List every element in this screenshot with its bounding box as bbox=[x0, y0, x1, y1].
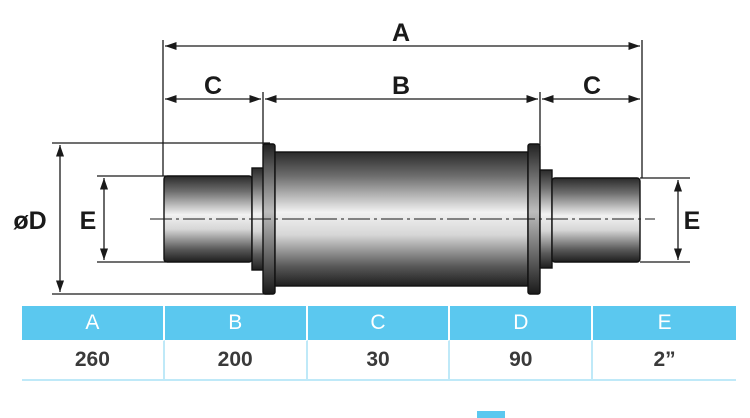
header-b: B bbox=[164, 306, 308, 340]
label-c-left: C bbox=[204, 72, 222, 100]
value-b: 200 bbox=[164, 340, 308, 381]
label-c-right: C bbox=[583, 72, 601, 100]
label-e-left: E bbox=[80, 207, 97, 235]
header-e: E bbox=[593, 306, 736, 340]
bottom-accent-bar bbox=[477, 411, 505, 418]
dimension-lines bbox=[55, 41, 683, 292]
label-e-right: E bbox=[684, 207, 701, 235]
header-d: D bbox=[450, 306, 594, 340]
label-a: A bbox=[392, 19, 410, 47]
value-e: 2” bbox=[593, 340, 736, 381]
roller-technical-drawing: A C B C øD E E bbox=[13, 19, 701, 295]
table-row: 260 200 30 90 2” bbox=[22, 340, 736, 381]
header-c: C bbox=[307, 306, 451, 340]
extension-lines bbox=[52, 40, 690, 295]
value-c: 30 bbox=[307, 340, 451, 381]
right-journal bbox=[551, 177, 641, 263]
header-a: A bbox=[22, 306, 165, 340]
label-d: øD bbox=[13, 207, 46, 235]
dimensions-table: A B C D E 260 200 30 90 2” bbox=[22, 306, 736, 381]
table-header-row: A B C D E bbox=[22, 306, 736, 340]
value-a: 260 bbox=[22, 340, 165, 381]
label-b: B bbox=[392, 72, 410, 100]
value-d: 90 bbox=[450, 340, 594, 381]
